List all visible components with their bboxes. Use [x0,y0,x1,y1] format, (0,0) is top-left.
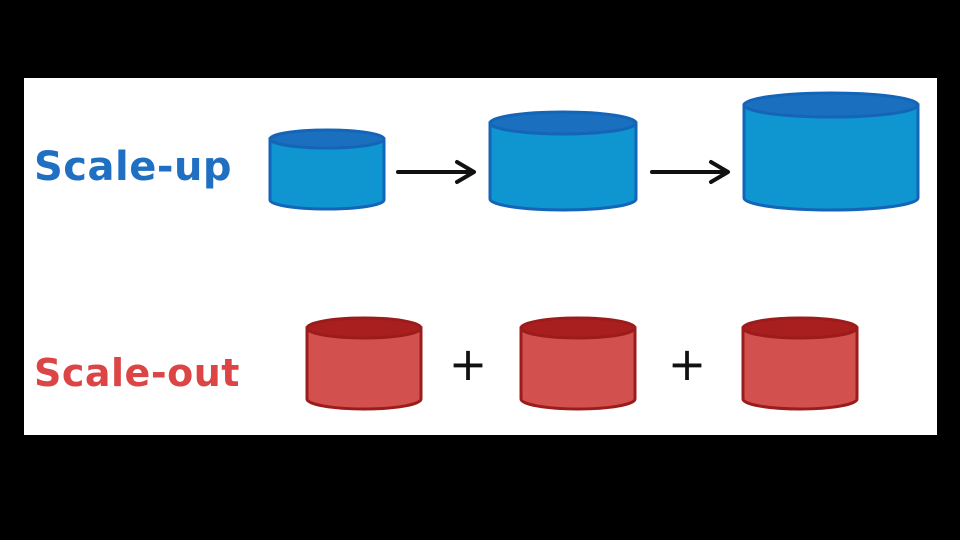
scale-up-row [268,91,920,212]
plus-sign: + [668,337,707,391]
plus-sign: + [449,337,488,391]
diagram-panel: Scale-up Scale-out [24,78,937,435]
cylinder-large [742,91,920,212]
scale-out-row: + + [305,316,859,411]
arrow-right-icon [650,160,730,184]
cylinder-small [268,128,386,211]
diagram-drawing: + + [268,91,920,411]
cylinder-node-1 [305,316,423,411]
scale-up-label: Scale-up [34,144,233,190]
arrow-right-icon [396,160,476,184]
cylinder-node-2 [519,316,637,411]
scale-out-label: Scale-out [34,351,240,395]
cylinder-medium [488,110,638,212]
cylinder-node-3 [741,316,859,411]
